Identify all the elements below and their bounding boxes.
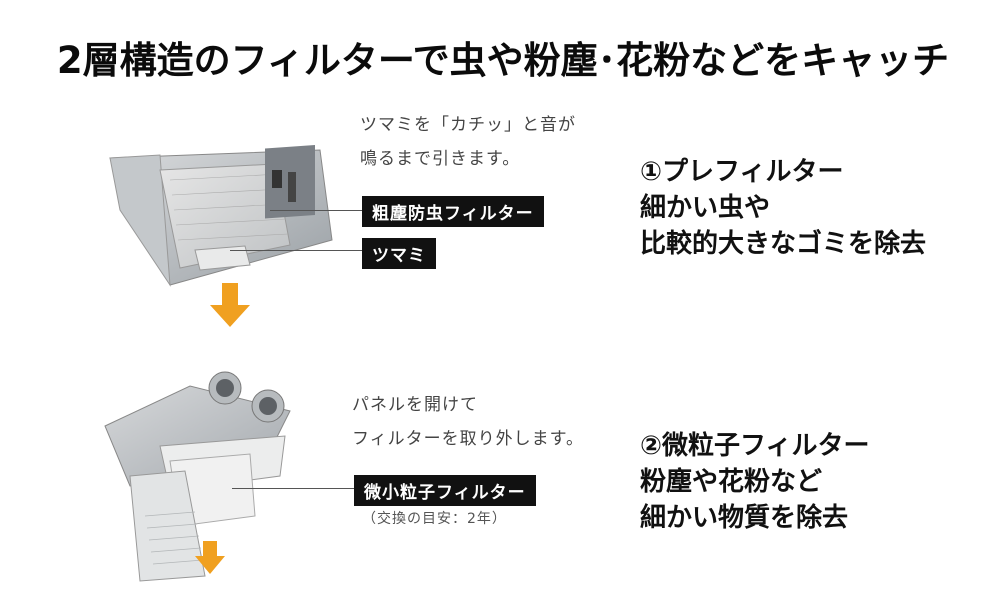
knob-leader-line xyxy=(230,250,362,251)
page-title: 2層構造のフィルターで虫や粉塵･花粉などをキャッチ xyxy=(56,39,950,82)
bottom-instruction-line: パネルを開けて xyxy=(352,395,478,415)
prefilter-description-line: 比較的大きなゴミを除去 xyxy=(640,229,927,259)
top-instruction-line: ツマミを「カチッ」と音が xyxy=(360,115,576,135)
fine-filter-description-line: 粉塵や花粉など xyxy=(640,467,823,497)
top-instruction: ツマミを「カチッ」と音が 鳴るまで引きます。 xyxy=(360,108,576,176)
fine-filter-unit-illustration xyxy=(104,371,291,582)
fine-filter-description: ②微粒子フィルター 粉塵や花粉など 細かい物質を除去 xyxy=(640,428,870,536)
prefilter-description: ①プレフィルター 細かい虫や 比較的大きなゴミを除去 xyxy=(640,154,926,262)
prefilter-unit-illustration xyxy=(109,144,333,287)
prefilter-leader-line xyxy=(270,210,362,211)
prefilter-description-line: 細かい虫や xyxy=(640,193,771,223)
replacement-note: （交換の目安：2年） xyxy=(362,511,507,527)
prefilter-label: 粗塵防虫フィルター xyxy=(362,196,544,227)
knob-label: ツマミ xyxy=(362,238,436,269)
fine-filter-description-line: 細かい物質を除去 xyxy=(640,503,849,533)
top-instruction-line: 鳴るまで引きます。 xyxy=(360,149,521,169)
prefilter-description-line: ①プレフィルター xyxy=(640,157,844,187)
fine-filter-label: 微小粒子フィルター xyxy=(354,475,536,506)
bottom-instruction: パネルを開けて フィルターを取り外します。 xyxy=(352,388,584,456)
bottom-instruction-line: フィルターを取り外します。 xyxy=(352,429,584,449)
fine-filter-description-line: ②微粒子フィルター xyxy=(640,431,870,461)
down-arrow-icon xyxy=(210,283,250,327)
fine-filter-leader-line xyxy=(232,488,354,489)
